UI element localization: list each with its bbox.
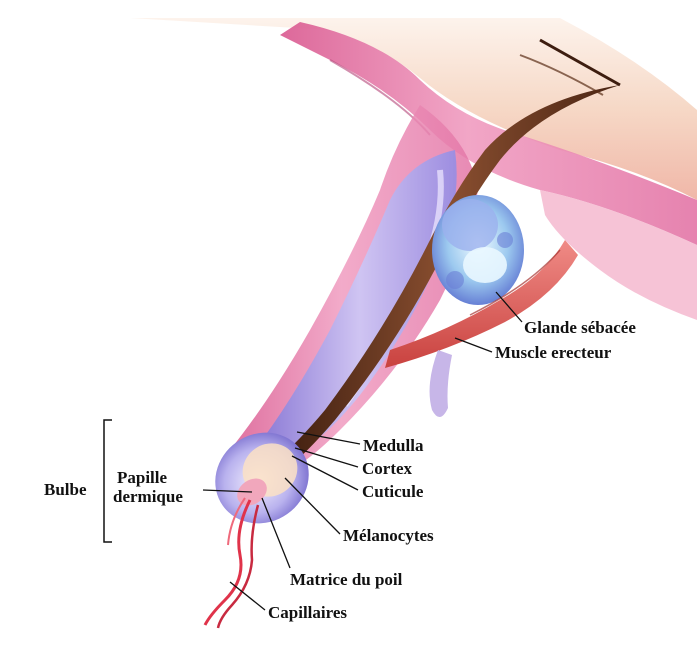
- erector-muscle: [385, 240, 578, 368]
- label-cuticule: Cuticule: [362, 482, 424, 501]
- sebaceous-gland: [432, 195, 524, 305]
- leader-medulla: [296, 431, 361, 445]
- label-melanocytes: Mélanocytes: [343, 526, 434, 545]
- label-glande-sebacee: Glande sébacée: [524, 318, 636, 337]
- hair-shaft: [275, 38, 621, 470]
- label-papille-dermique: Papille dermique: [113, 468, 183, 506]
- label-muscle-erecteur: Muscle erecteur: [495, 343, 612, 362]
- label-matrice-du-poil: Matrice du poil: [290, 570, 403, 589]
- label-papille-line2: dermique: [113, 487, 183, 506]
- leader-muscle: [454, 337, 493, 353]
- capillaries: [203, 497, 260, 629]
- label-bulbe: Bulbe: [44, 480, 87, 499]
- leader-papille: [202, 489, 253, 493]
- label-medulla: Medulla: [363, 436, 424, 455]
- bulbe-bracket: [103, 419, 112, 543]
- leader-lines: [202, 291, 523, 611]
- leader-cuticule: [291, 455, 359, 491]
- leader-melanocytes: [284, 477, 341, 535]
- hair-bulb: [215, 432, 309, 524]
- leader-cortex: [294, 447, 359, 468]
- leader-capillaires: [229, 581, 266, 611]
- nerve-loop: [429, 350, 452, 418]
- leader-matrice: [261, 497, 291, 569]
- label-capillaires: Capillaires: [268, 603, 348, 622]
- leader-glande: [495, 291, 523, 323]
- label-papille-line1: Papille: [117, 468, 168, 487]
- label-cortex: Cortex: [362, 459, 413, 478]
